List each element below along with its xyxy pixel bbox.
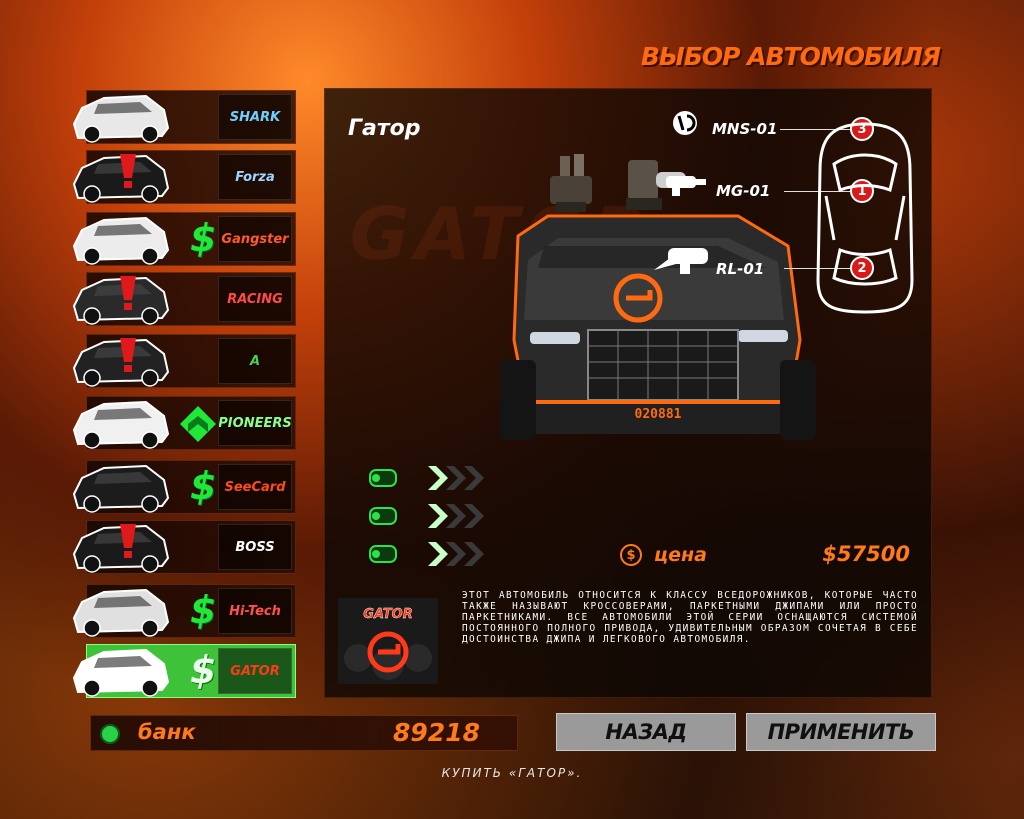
weapon-label-mg: MG-01 (716, 182, 771, 200)
screen-title: ВЫБОР АВТОМОБИЛЯ (640, 42, 941, 71)
car-topview-diagram (816, 122, 914, 314)
dollar-icon: $ (190, 648, 217, 692)
car-name: Гатор (348, 116, 421, 141)
apply-button[interactable]: ПРИМЕНИТЬ (746, 713, 936, 751)
weapon-label-mns: MNS-01 (712, 120, 778, 138)
car-brand-logo: GATOR (218, 648, 292, 694)
car-list-item[interactable]: $GATOR (72, 644, 296, 698)
mines-icon (673, 111, 697, 135)
weapon-slot-badge: 3 (850, 117, 874, 141)
status-hint: КУПИТЬ «ГАТОР». (441, 766, 583, 780)
car-brand-logo: Hi-Tech (218, 588, 292, 634)
bank-bar (90, 715, 518, 751)
car-list-item[interactable]: Forza (72, 150, 296, 204)
upgrade-row[interactable] (366, 500, 486, 532)
car-thumbnail-icon (72, 464, 170, 513)
armor-upgrade-icon (369, 545, 397, 563)
upgrade-row[interactable] (366, 462, 486, 494)
weapon-connector (780, 129, 850, 130)
car-thumbnail-icon (72, 400, 170, 449)
price-value: $57500 (822, 542, 910, 566)
car-brand-logo: Gangster (218, 216, 292, 262)
bank-value: 89218 (393, 718, 480, 747)
warning-icon (120, 276, 136, 310)
dollar-icon: $ (190, 588, 217, 632)
weapon-slot-badge: 1 (850, 179, 874, 203)
car-brand-logo: Forza (218, 154, 292, 200)
car-brand-logo: RACING (218, 276, 292, 322)
weapon-label-rl: RL-01 (716, 260, 765, 278)
price-icon: $ (620, 544, 642, 566)
weapon-connector (784, 191, 850, 192)
upgrade-row[interactable] (366, 538, 486, 570)
car-brand-logo: PIONEERS (218, 400, 292, 446)
rocket-launcher-icon (654, 248, 708, 274)
weapon-slot-badge: 2 (850, 256, 874, 280)
price-label: цена (654, 544, 707, 566)
car-list-item[interactable]: $Gangster (72, 212, 296, 266)
car-list-item[interactable]: RACING (72, 272, 296, 326)
dollar-icon: $ (190, 216, 217, 260)
car-list-item[interactable]: BOSS (72, 520, 296, 574)
upgrade-level-chevrons (428, 504, 484, 528)
bank-icon (100, 724, 120, 744)
roof-turret-left (550, 154, 592, 212)
chevron-up-icon (180, 406, 216, 442)
car-thumbnail-icon (72, 154, 170, 203)
upgrade-level-chevrons (428, 542, 484, 566)
upgrade-level-chevrons (428, 466, 484, 490)
car-thumbnail-icon (72, 94, 170, 143)
car-list-item[interactable]: A (72, 334, 296, 388)
engine-upgrade-icon (369, 469, 397, 487)
car-list-item[interactable]: $SeeCard (72, 460, 296, 514)
suspension-upgrade-icon (369, 507, 397, 525)
brand-logo: GATOR (338, 598, 438, 684)
dollar-icon: $ (190, 464, 217, 508)
car-thumbnail-icon (72, 276, 170, 325)
car-thumbnail-icon (72, 216, 170, 265)
machine-gun-icon (666, 176, 706, 196)
car-description: Этот автомобиль относится к классу вседо… (462, 590, 918, 645)
brand-logo-text: GATOR (363, 607, 412, 622)
car-thumbnail-icon (72, 524, 170, 573)
back-button[interactable]: НАЗАД (556, 713, 736, 751)
car-brand-logo: SHARK (218, 94, 292, 140)
license-plate: 020881 (635, 407, 682, 422)
car-brand-logo: BOSS (218, 524, 292, 570)
bank-label: банк (138, 720, 196, 744)
car-brand-logo: SeeCard (218, 464, 292, 510)
car-list-item[interactable]: PIONEERS (72, 396, 296, 450)
car-list-item[interactable]: $Hi-Tech (72, 584, 296, 638)
car-thumbnail-icon (72, 648, 170, 697)
warning-icon (120, 338, 136, 372)
warning-icon (120, 524, 136, 558)
warning-icon (120, 154, 136, 188)
car-brand-logo: A (218, 338, 292, 384)
car-preview-image[interactable]: 020881 (488, 150, 818, 450)
car-thumbnail-icon (72, 338, 170, 387)
car-thumbnail-icon (72, 588, 170, 637)
car-list-item[interactable]: SHARK (72, 90, 296, 144)
